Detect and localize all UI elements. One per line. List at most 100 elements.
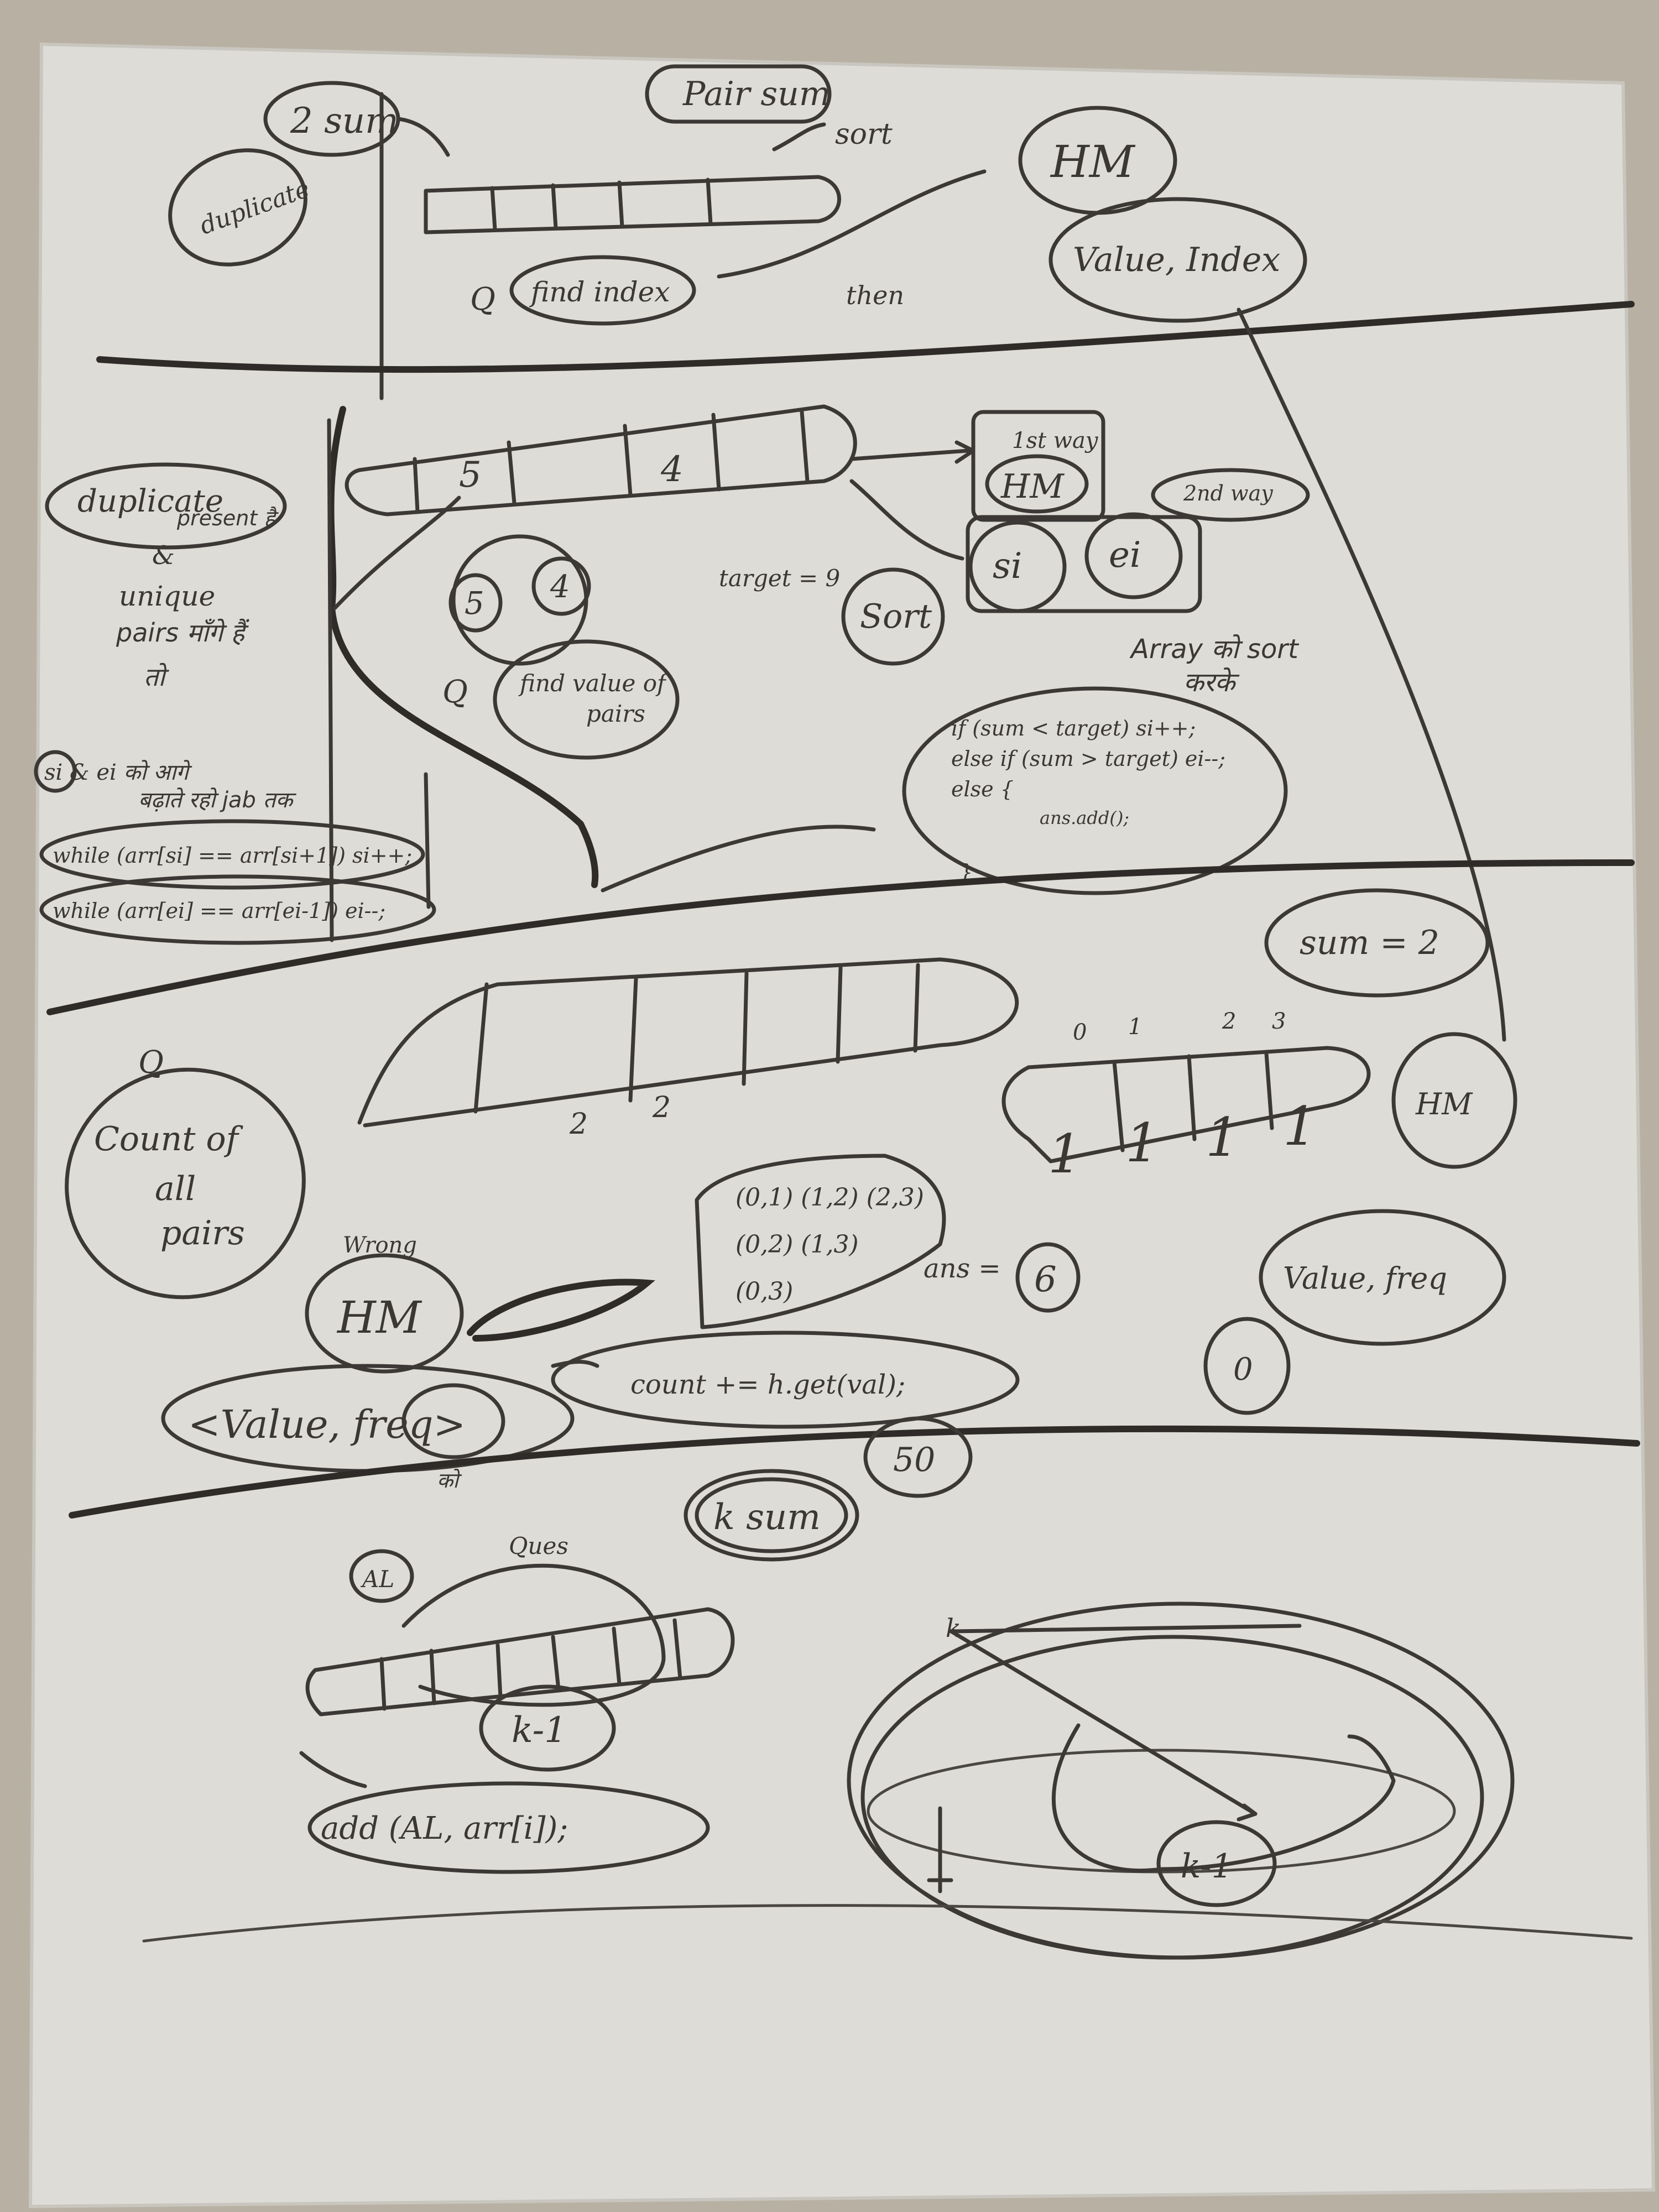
duplicate-top-bubble bbox=[168, 148, 307, 267]
k-minus-1-b-label: k-1 bbox=[1181, 1847, 1233, 1886]
sort-mid-label: Sort bbox=[860, 597, 932, 636]
si-ei-note-1: si & ei को आगे bbox=[44, 760, 192, 785]
code-line-2: else if (sum > target) ei--; bbox=[951, 747, 1225, 771]
middle-array bbox=[345, 404, 857, 517]
section-k-sum: k sum 50 AL Ques k-1 add (AL, arr[i]); k… bbox=[142, 1416, 1633, 1960]
recursion-loop bbox=[1052, 1723, 1396, 1873]
section-two-sum: 2 sum Pair sum sort duplicate find index… bbox=[96, 64, 1635, 1042]
first-way-box bbox=[971, 410, 1105, 522]
k-array-dividers bbox=[379, 1618, 682, 1711]
hm2-bubble bbox=[305, 1253, 464, 1374]
index-1: 1 bbox=[1128, 1014, 1142, 1040]
recursion-arrow-head bbox=[1237, 1803, 1258, 1822]
divider-2 bbox=[46, 859, 1635, 1015]
second-way-bubble bbox=[1151, 468, 1310, 522]
hm-lower-bubble bbox=[1391, 1032, 1517, 1169]
top-array bbox=[424, 175, 841, 234]
num-five: 5 bbox=[459, 455, 482, 495]
al-label: AL bbox=[360, 1566, 394, 1593]
k-array bbox=[305, 1607, 735, 1717]
while1-label: while (arr[si] == arr[si+1]) si++; bbox=[53, 843, 412, 868]
k-minus-1-bubble bbox=[479, 1684, 616, 1772]
code-line-3: else { bbox=[951, 777, 1014, 801]
ans-value: 6 bbox=[1034, 1259, 1057, 1300]
find-value-2: pairs bbox=[586, 700, 645, 727]
recursion-diagonal bbox=[949, 1629, 1258, 1816]
section-count-pairs: sum = 2 2 2 Q Count of all pairs 0 1 2 3… bbox=[65, 888, 1640, 1519]
count-pairs-3: pairs bbox=[160, 1214, 245, 1253]
arrow-first-way bbox=[849, 448, 970, 461]
sort-note-1: Array को sort bbox=[1129, 634, 1300, 665]
value-freq-bubble bbox=[1259, 1209, 1506, 1346]
num-four: 4 bbox=[660, 449, 684, 490]
pairs-bubble bbox=[695, 1154, 946, 1329]
dup-note-4: pairs माँगे हैं bbox=[116, 618, 249, 648]
index-0: 0 bbox=[1073, 1020, 1087, 1045]
q-top: Q bbox=[470, 281, 495, 317]
pair-sum-label: Pair sum bbox=[682, 75, 831, 113]
value-index-label: Value, Index bbox=[1073, 241, 1280, 279]
sum-label: sum = 2 bbox=[1300, 924, 1439, 962]
pair-four: 4 bbox=[550, 569, 570, 605]
pair-sum-bubble bbox=[645, 64, 832, 124]
one-3: 1 bbox=[1283, 1095, 1317, 1157]
paper-sheet bbox=[30, 44, 1653, 2206]
add-line-bubble bbox=[307, 1781, 710, 1874]
arrow-sort bbox=[849, 479, 964, 561]
fifty-label: 50 bbox=[893, 1441, 935, 1479]
section-pair-sum: 5 4 target = 9 duplicate present है & un… bbox=[34, 404, 1635, 1015]
ones-array bbox=[1001, 1046, 1371, 1164]
arrow-code-to-while bbox=[601, 825, 876, 893]
k-sum-inner-bubble bbox=[695, 1477, 848, 1553]
pairs-line-2: (0,2) (1,3) bbox=[735, 1230, 859, 1259]
find-index-bubble bbox=[509, 255, 696, 326]
al-bubble bbox=[349, 1549, 414, 1603]
ques-label: Ques bbox=[509, 1532, 568, 1559]
pairs-line-3: (0,3) bbox=[735, 1277, 793, 1306]
freq-circle bbox=[401, 1383, 505, 1459]
sum-bubble bbox=[1264, 888, 1490, 998]
hm-lower-label: HM bbox=[1415, 1087, 1473, 1121]
first-way-label: 1st way bbox=[1012, 428, 1099, 453]
hm-mid-label: HM bbox=[1000, 467, 1065, 506]
ans-label: ans = bbox=[924, 1253, 1001, 1284]
target-label: target = 9 bbox=[719, 565, 840, 592]
divider-1 bbox=[96, 301, 1635, 373]
pairs-line-1: (0,1) (1,2) (2,3) bbox=[735, 1183, 924, 1212]
arrow-dup-to-array bbox=[332, 495, 461, 611]
ko-label: को bbox=[437, 1468, 462, 1493]
dup-note-2: & bbox=[152, 540, 175, 570]
zero-label: 0 bbox=[1233, 1352, 1253, 1387]
one-2: 1 bbox=[1206, 1107, 1239, 1168]
while2-label: while (arr[ei] == arr[ei-1]) ei--; bbox=[53, 899, 385, 923]
ones-array-dividers bbox=[1112, 1051, 1274, 1152]
find-value-1: find value of bbox=[518, 670, 669, 697]
pair-four-bubble bbox=[531, 556, 591, 616]
count-pairs-2: all bbox=[155, 1170, 196, 1208]
hm2-label: HM bbox=[336, 1292, 422, 1343]
si-circle bbox=[34, 750, 77, 793]
q-mid: Q bbox=[442, 674, 468, 710]
one-1: 1 bbox=[1125, 1112, 1159, 1174]
hm-mid-bubble bbox=[985, 454, 1089, 514]
one-0: 1 bbox=[1048, 1123, 1082, 1185]
pair-five-bubble bbox=[448, 573, 503, 633]
code-bubble bbox=[902, 686, 1288, 895]
middle-array-dividers bbox=[413, 410, 810, 514]
divider-3 bbox=[69, 1425, 1640, 1519]
code-line-1: if (sum < target) si++; bbox=[951, 716, 1196, 740]
index-2: 2 bbox=[1222, 1009, 1236, 1034]
si-ei-note-2: बढ़ाते रहो jab तक bbox=[138, 787, 296, 813]
k-sum-bubble bbox=[684, 1469, 859, 1562]
sort-bubble bbox=[841, 567, 945, 666]
add-line-label: add (AL, arr[i]); bbox=[321, 1811, 568, 1846]
dup-note-1: present है bbox=[176, 506, 279, 530]
lower-array bbox=[357, 957, 1019, 1128]
pair-five: 5 bbox=[465, 586, 484, 622]
second-way-label: 2nd way bbox=[1183, 481, 1273, 505]
ei-bubble bbox=[1084, 512, 1183, 599]
si-bubble bbox=[968, 520, 1067, 613]
find-index-label: find index bbox=[529, 276, 670, 308]
k-minus-1-b-bubble bbox=[1156, 1820, 1277, 1907]
